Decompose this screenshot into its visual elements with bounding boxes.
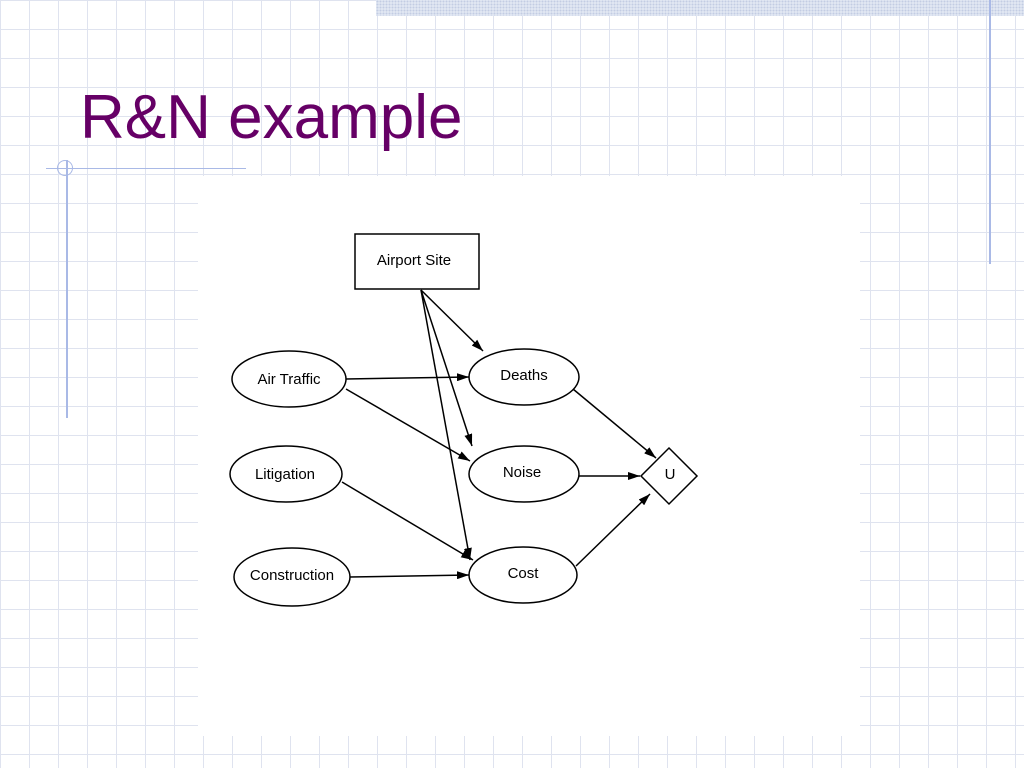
edge-litigation-to-cost	[341, 481, 474, 561]
node-cost-label: Cost	[508, 565, 540, 582]
edge-airtraffic-to-deaths	[345, 373, 470, 382]
node-construction-label: Construction	[250, 567, 334, 584]
node-air-traffic-label: Air Traffic	[257, 371, 321, 388]
slide-title: R&N example	[80, 83, 463, 152]
node-deaths-shape	[468, 348, 580, 406]
title-underline-rule	[46, 168, 246, 169]
header-band-decoration	[376, 0, 1024, 16]
vertical-rule-left	[66, 160, 68, 418]
node-deaths-label: Deaths	[500, 367, 548, 384]
node-utility-diamond	[639, 446, 699, 506]
node-utility-label: U	[665, 466, 676, 483]
edge-airtraffic-to-noise	[345, 388, 471, 462]
crosshair-decoration	[57, 160, 73, 176]
node-noise-label: Noise	[503, 464, 541, 481]
edge-construction-to-cost	[349, 571, 470, 580]
edge-cost-to-utility	[575, 493, 651, 567]
node-litigation-shape	[229, 445, 343, 503]
influence-diagram-figure: Airport Site Air Traffic Litigation Cons…	[198, 176, 860, 736]
influence-diagram: Airport Site Air Traffic Litigation Cons…	[229, 233, 699, 607]
edge-deaths-to-utility	[572, 388, 657, 459]
vertical-rule-right	[989, 0, 991, 264]
edge-airport-to-noise	[420, 289, 473, 447]
node-air-traffic-shape	[231, 350, 347, 408]
node-airport-site-box	[354, 233, 480, 290]
node-noise-shape	[468, 445, 580, 503]
node-litigation-label: Litigation	[255, 466, 315, 483]
edge-airport-to-cost	[420, 289, 472, 561]
edge-airport-to-deaths	[420, 289, 484, 352]
node-construction-shape	[233, 547, 351, 607]
node-airport-site-label: Airport Site	[377, 252, 451, 269]
node-cost-shape	[468, 546, 578, 604]
